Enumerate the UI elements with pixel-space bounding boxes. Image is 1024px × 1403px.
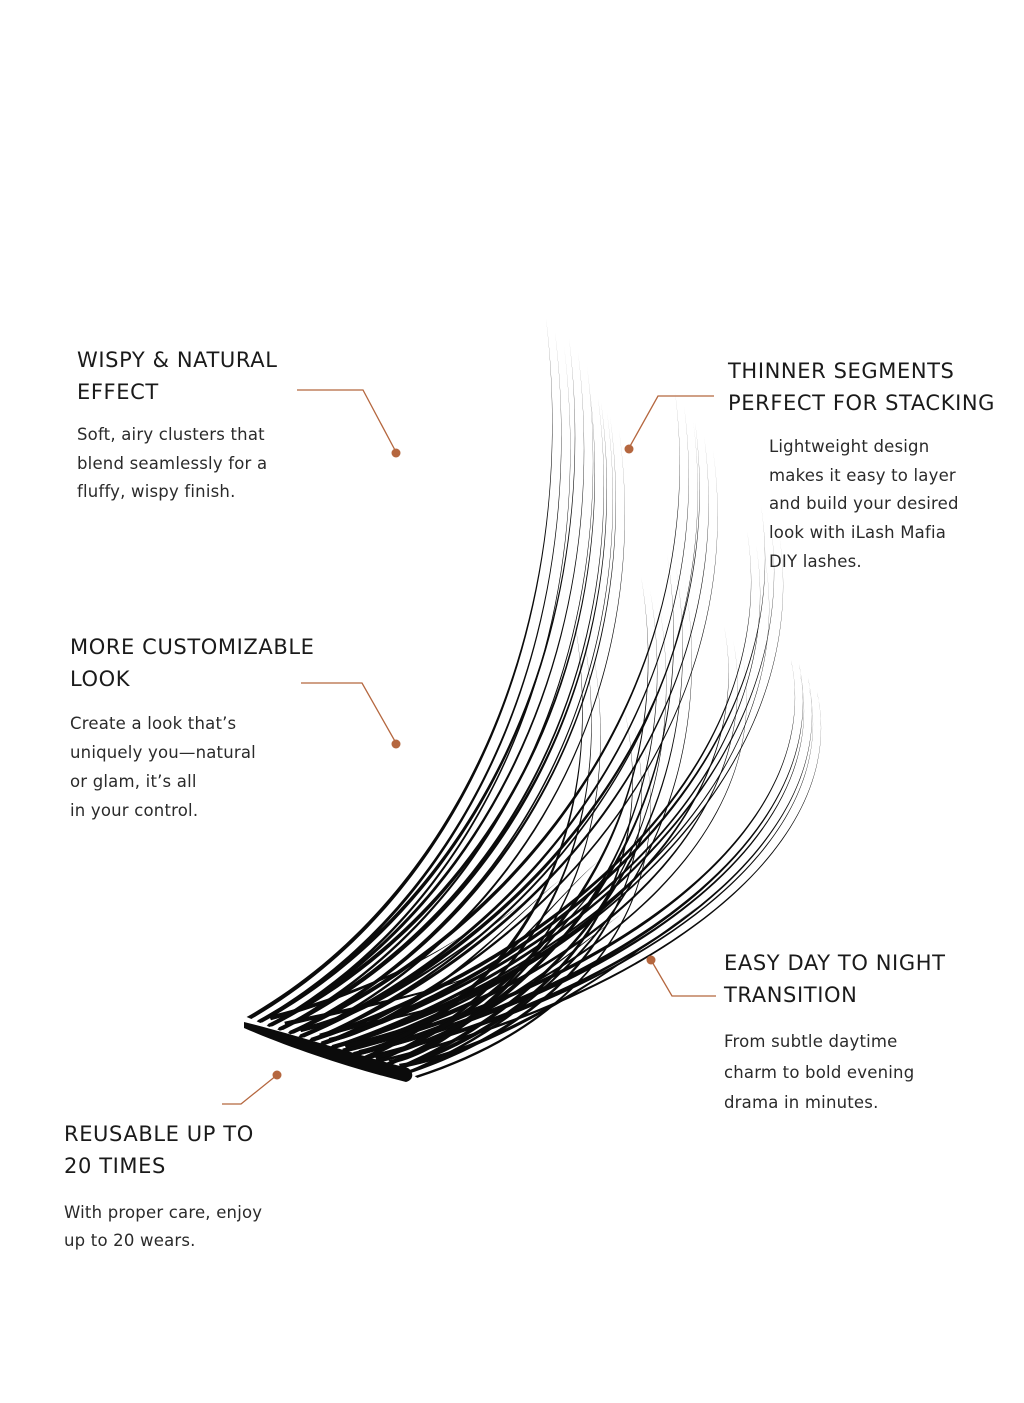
- feature-body-line: Soft, airy clusters that: [77, 425, 265, 444]
- feature-body-line: Lightweight design: [769, 437, 930, 456]
- feature-title-line: TRANSITION: [724, 983, 858, 1007]
- feature-thinner-segments: THINNER SEGMENTS PERFECT FOR STACKING Li…: [728, 355, 995, 577]
- callout-wispy-dot: [391, 448, 401, 458]
- feature-body-line: uniquely you—natural: [70, 742, 256, 762]
- callout-thinner-line: [628, 395, 714, 449]
- feature-body-line: Create a look that’s: [70, 714, 237, 733]
- feature-wispy-description: Soft, airy clusters that blend seamlessl…: [77, 421, 278, 507]
- feature-daynight-title: EASY DAY TO NIGHT TRANSITION: [724, 947, 946, 1011]
- lash-strand: [278, 402, 607, 1031]
- feature-reusable-title: REUSABLE UP TO 20 TIMES: [64, 1118, 262, 1182]
- feature-body-line: and build your desired: [769, 494, 959, 514]
- feature-more-customizable: MORE CUSTOMIZABLE LOOK Create a look tha…: [70, 631, 315, 826]
- feature-body-line: DIY lashes.: [769, 551, 862, 571]
- callout-custom-dot: [391, 739, 401, 749]
- lash-strand: [319, 985, 480, 1039]
- callout-wispy-line: [297, 389, 397, 453]
- feature-title-line: THINNER SEGMENTS: [728, 359, 955, 383]
- feature-wispy-title: WISPY & NATURAL EFFECT: [77, 344, 278, 408]
- feature-title-line: WISPY & NATURAL: [77, 348, 278, 372]
- callout-custom-line: [301, 682, 397, 744]
- feature-body-line: look with iLash Mafia: [769, 523, 947, 543]
- feature-title-line: EASY DAY TO NIGHT: [724, 951, 946, 975]
- callout-thinner-dot: [624, 444, 634, 454]
- feature-body-line: With proper care, enjoy: [64, 1203, 263, 1222]
- lash-strand: [269, 930, 470, 1021]
- feature-body-line: makes it easy to layer: [769, 465, 956, 485]
- feature-title-line: MORE CUSTOMIZABLE: [70, 635, 315, 659]
- feature-reusable-description: With proper care, enjoy up to 20 wears.: [64, 1199, 262, 1254]
- feature-body-line: From subtle daytime: [724, 1032, 898, 1051]
- callout-reusable-line: [222, 1074, 278, 1105]
- feature-title-line: EFFECT: [77, 380, 159, 404]
- feature-thinner-title: THINNER SEGMENTS PERFECT FOR STACKING: [728, 355, 995, 419]
- feature-thinner-description: Lightweight design makes it easy to laye…: [769, 433, 995, 577]
- lash-strand: [330, 520, 775, 1049]
- lash-cluster-icon: [244, 318, 822, 1082]
- feature-title-line: PERFECT FOR STACKING: [728, 391, 996, 415]
- lash-strand: [319, 450, 718, 1046]
- feature-body-line: in your control.: [70, 800, 199, 820]
- lash-strand: [299, 422, 700, 1038]
- feature-customizable-title: MORE CUSTOMIZABLE LOOK: [70, 631, 315, 695]
- callout-lines: [222, 389, 716, 1105]
- feature-body-line: fluffy, wispy finish.: [77, 482, 236, 502]
- feature-title-line: LOOK: [70, 667, 131, 691]
- feature-body-line: up to 20 wears.: [64, 1230, 196, 1250]
- lash-strand: [288, 416, 616, 1035]
- feature-wispy-natural: WISPY & NATURAL EFFECT Soft, airy cluste…: [77, 344, 278, 507]
- callout-daynight-dot: [646, 955, 656, 965]
- feature-body-line: charm to bold evening: [724, 1062, 915, 1082]
- feature-body-line: or glam, it’s all: [70, 771, 197, 791]
- lash-strand: [284, 960, 500, 1027]
- feature-day-to-night: EASY DAY TO NIGHT TRANSITION From subtle…: [724, 947, 946, 1119]
- lash-band: [244, 1022, 413, 1082]
- feature-title-line: 20 TIMES: [64, 1154, 166, 1178]
- lash-strand: [289, 392, 680, 1034]
- callout-daynight-line: [650, 959, 716, 997]
- lash-strand: [340, 534, 784, 1053]
- feature-daynight-description: From subtle daytime charm to bold evenin…: [724, 1027, 946, 1119]
- feature-title-line: REUSABLE UP TO: [64, 1122, 254, 1146]
- callout-reusable-dot: [272, 1070, 282, 1080]
- feature-body-line: drama in minutes.: [724, 1093, 879, 1112]
- feature-customizable-description: Create a look that’s uniquely you—natura…: [70, 710, 315, 826]
- feature-body-line: blend seamlessly for a: [77, 453, 268, 473]
- feature-reusable: REUSABLE UP TO 20 TIMES With proper care…: [64, 1118, 262, 1254]
